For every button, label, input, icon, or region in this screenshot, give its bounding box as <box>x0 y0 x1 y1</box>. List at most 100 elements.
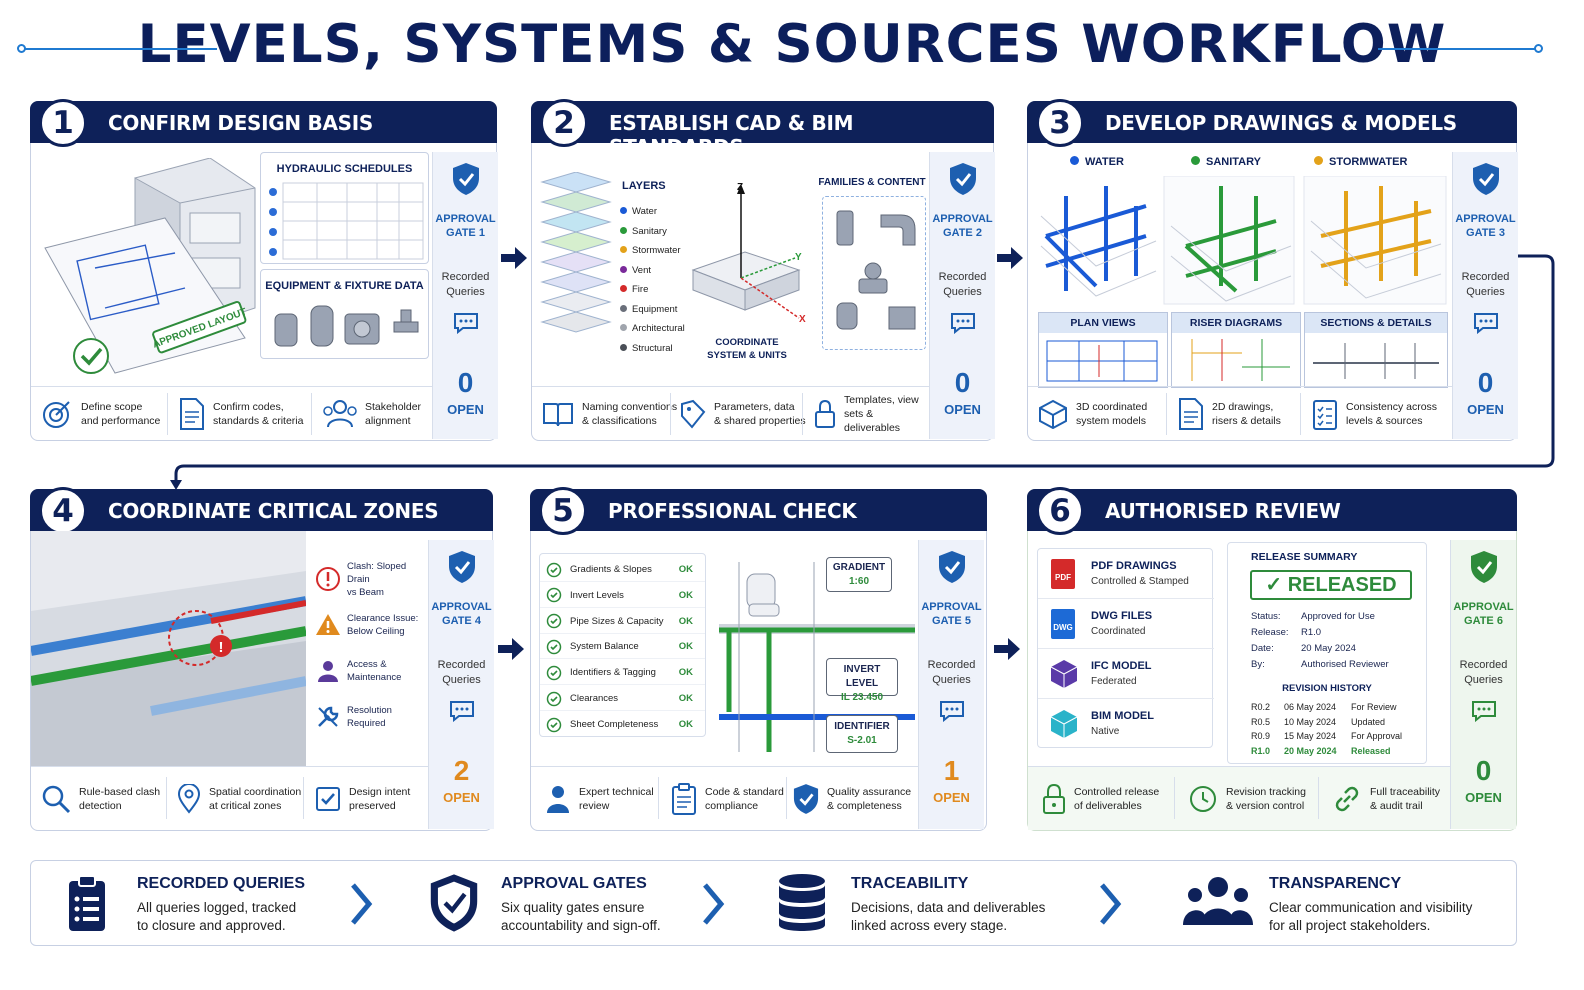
building-plan-illustration: APPROVED LAYOUT <box>44 158 256 374</box>
card-title: CONFIRM DESIGN BASIS <box>108 111 373 135</box>
check-label: System Balance <box>570 641 639 653</box>
card-title: COORDINATE CRITICAL ZONES <box>108 499 439 523</box>
release-row: Date:20 May 2024 <box>1251 643 1356 654</box>
dwg-file-icon: DWG <box>1051 609 1075 639</box>
clipboard-icon <box>69 875 105 931</box>
layer-item: Equipment <box>620 300 685 320</box>
chevron-right-icon <box>351 883 373 925</box>
chat-icon[interactable] <box>950 312 976 334</box>
check-item[interactable]: Sheet Completeness OK <box>540 713 705 737</box>
summary-title-transparency: TRANSPARENCY <box>1269 875 1402 892</box>
location-pin-icon <box>177 784 201 814</box>
chat-icon[interactable] <box>449 700 475 722</box>
view-panel-sections: SECTIONS & DETAILS <box>1304 312 1448 388</box>
file-dwg[interactable]: DWG DWG FILES Coordinated <box>1038 599 1214 649</box>
deliverable-files: PDF PDF DRAWINGS Controlled & Stamped DW… <box>1037 548 1214 749</box>
chevron-right-icon <box>1100 883 1122 925</box>
check-label: Invert Levels <box>570 589 624 601</box>
shield-check-icon <box>793 784 819 814</box>
card-header: 2 ESTABLISH CAD & BIM STANDARDS <box>531 99 994 159</box>
system-label-sanitary: SANITARY <box>1191 156 1261 168</box>
layers-list: Water Sanitary Stormwater Vent Fire Equi… <box>620 202 685 358</box>
target-icon <box>43 401 70 428</box>
svg-text:!: ! <box>219 639 224 656</box>
arrow-right-icon <box>498 638 524 660</box>
check-item[interactable]: System Balance OK <box>540 635 705 660</box>
hydraulic-schedules-panel: HYDRAULIC SCHEDULES <box>260 152 429 264</box>
footer-item-revision-tracking: Revision tracking& version control <box>1188 767 1306 831</box>
shield-check-icon <box>449 551 475 583</box>
layer-item: Architectural <box>620 319 685 339</box>
card-confirm-design-basis: 1 CONFIRM DESIGN BASIS APPROVED LAYOUT H… <box>30 99 498 441</box>
person-icon <box>547 786 569 813</box>
file-ifc[interactable]: IFC MODEL Federated <box>1038 649 1214 699</box>
check-item[interactable]: Invert Levels OK <box>540 584 705 608</box>
arrow-right-icon <box>997 247 1023 269</box>
open-label: OPEN <box>443 790 480 805</box>
step-number: 4 <box>39 487 87 535</box>
check-label: Sheet Completeness <box>570 719 659 731</box>
system-label-stormwater: STORMWATER <box>1314 156 1407 168</box>
card-header: 3 DEVELOP DRAWINGS & MODELS <box>1027 99 1517 147</box>
shield-check-icon <box>950 163 976 195</box>
shield-check-icon <box>430 874 478 932</box>
issue-item-clearance[interactable]: Clearance Issue:Below Ceiling <box>315 602 425 648</box>
chat-icon[interactable] <box>1471 700 1497 722</box>
layer-item: Vent <box>620 261 685 281</box>
chat-icon[interactable] <box>453 312 479 334</box>
check-status: OK <box>678 641 693 653</box>
check-status: OK <box>678 719 693 731</box>
card-footer: Naming conventions& classifications Para… <box>532 386 929 440</box>
issue-item-access[interactable]: Access &Maintenance <box>315 648 425 694</box>
equipment-data-title: EQUIPMENT & FIXTURE DATA <box>265 280 424 292</box>
coordinate-system-illustration: Z Y X <box>691 182 806 325</box>
clipboard-icon <box>672 783 696 815</box>
families-panel <box>822 196 926 350</box>
bim-model-icon <box>1050 710 1078 738</box>
database-icon <box>779 874 825 931</box>
title-rule-dot-right <box>1534 44 1543 53</box>
card-header: 1 CONFIRM DESIGN BASIS <box>30 99 497 147</box>
plan-view-thumbnail <box>1046 340 1158 382</box>
file-bim[interactable]: BIM MODEL Native <box>1038 699 1214 749</box>
check-status: OK <box>678 667 693 679</box>
chat-icon[interactable] <box>1473 312 1499 334</box>
section-detail-thumbnail <box>1313 343 1439 379</box>
shield-check-icon <box>1473 163 1499 195</box>
title-rule-left <box>22 48 217 50</box>
check-status: OK <box>678 589 693 601</box>
open-label: OPEN <box>933 790 970 805</box>
check-circle-icon <box>546 717 562 733</box>
families-title: FAMILIES & CONTENT <box>818 177 926 188</box>
open-query-count: 0 <box>457 367 474 398</box>
chat-icon[interactable] <box>939 700 965 722</box>
file-pdf[interactable]: PDF PDF DRAWINGS Controlled & Stamped <box>1038 549 1214 599</box>
